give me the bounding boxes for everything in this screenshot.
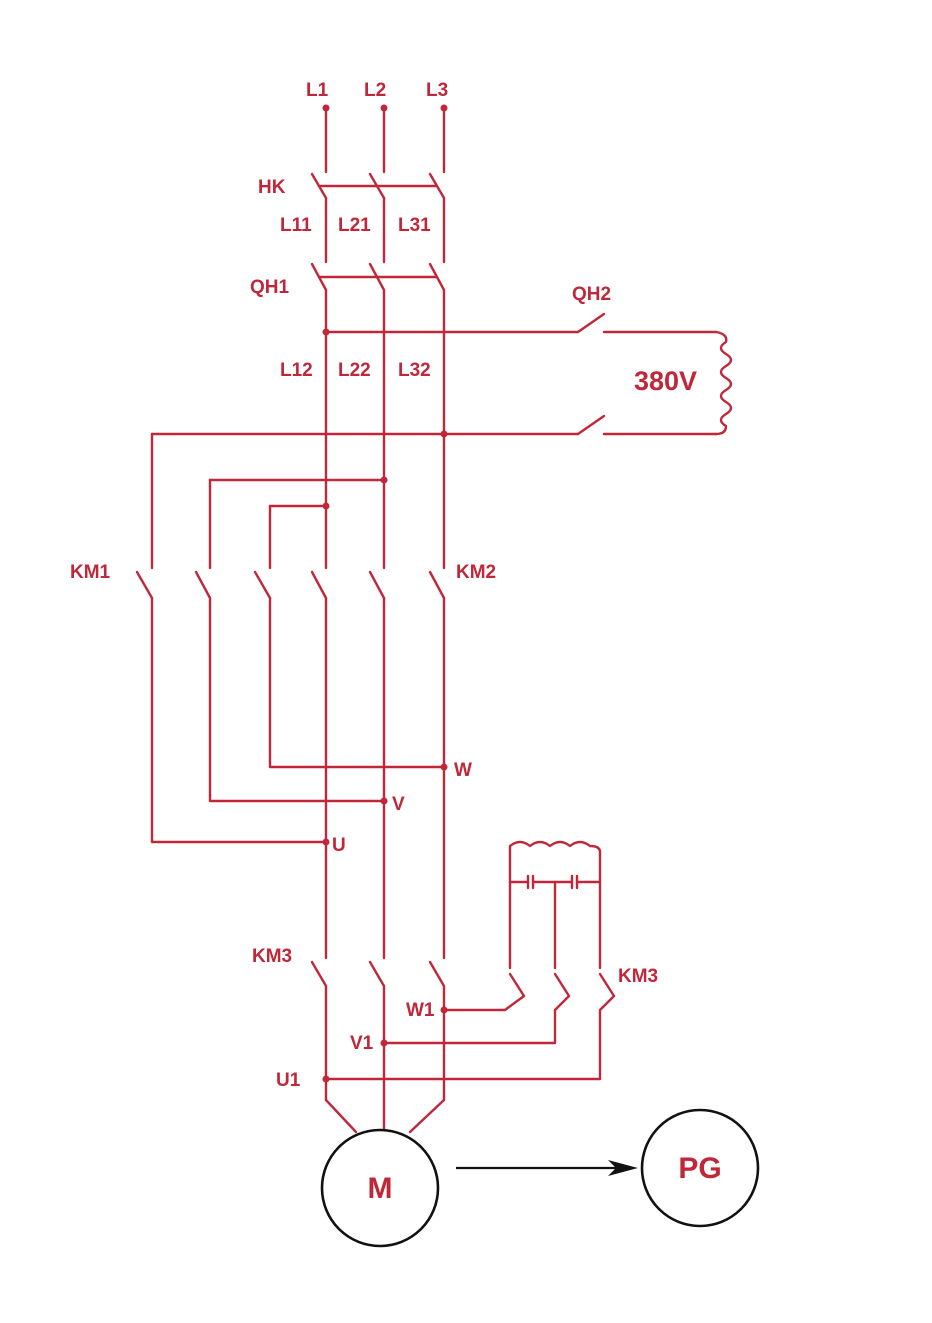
km-contacts: [137, 572, 444, 598]
label-l32: L32: [398, 360, 431, 381]
label-qh1: QH1: [250, 277, 290, 298]
motor-feeds: [323, 986, 615, 1132]
label-v1: V1: [350, 1033, 374, 1054]
label-pg: PG: [678, 1152, 721, 1185]
label-l1: L1: [306, 80, 329, 101]
qh1-switch: [312, 264, 444, 290]
winding-icon: [716, 332, 731, 434]
label-u1: U1: [276, 1070, 301, 1091]
label-qh2: QH2: [572, 284, 611, 305]
label-l12: L12: [280, 360, 313, 381]
label-l3: L3: [426, 80, 448, 101]
lower-winding-network: [510, 842, 600, 968]
label-u: U: [332, 835, 346, 856]
label-motor: M: [368, 1172, 393, 1205]
km3-contacts: [312, 962, 614, 996]
label-km3-right: KM3: [618, 966, 658, 987]
label-km2: KM2: [456, 562, 496, 583]
label-km1: KM1: [70, 562, 111, 583]
km-outputs: [152, 598, 448, 958]
label-v: V: [392, 794, 405, 815]
supply-lines: [323, 105, 448, 173]
hk-switch: [312, 174, 444, 198]
label-l22: L22: [338, 360, 371, 381]
label-km3-left: KM3: [252, 946, 292, 967]
label-l2: L2: [364, 80, 386, 101]
label-l31: L31: [398, 215, 431, 236]
label-hk: HK: [258, 177, 286, 198]
label-w1: W1: [406, 1000, 435, 1021]
label-380v: 380V: [634, 366, 697, 396]
label-l11: L11: [280, 215, 312, 236]
reverse-feed: [152, 434, 388, 568]
label-l21: L21: [338, 215, 371, 236]
label-w: W: [454, 760, 472, 781]
